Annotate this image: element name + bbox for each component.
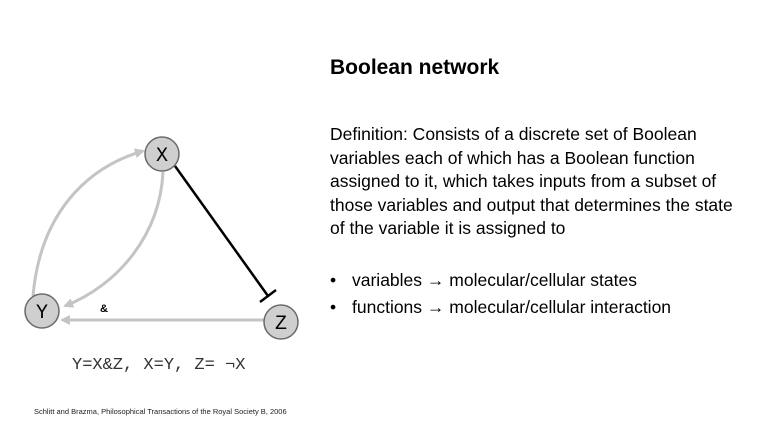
inhibition-bar [259,289,277,303]
bullet-item-variables: variables → molecular/cellular states [330,267,671,294]
citation: Schlitt and Brazma, Philosophical Transa… [34,407,287,416]
bullet-list: variables → molecular/cellular states fu… [330,267,671,321]
edge-y-to-x [31,148,145,297]
boolean-network-diagram: X Y Z & [24,136,299,340]
edge-x-to-y [63,171,165,308]
node-y-label: Y [36,302,48,325]
node-z: Z [263,304,299,340]
edge-x-inhibits-z [173,165,270,297]
definition-text: Definition: Consists of a discrete set o… [330,124,733,238]
and-label: & [100,303,108,315]
node-x-label: X [156,145,168,168]
node-x: X [144,136,180,172]
boolean-equations: Y=X&Z, X=Y, Z= ¬X [72,356,246,375]
bullet-item-functions: functions → molecular/cellular interacti… [330,294,671,321]
slide-title: Boolean network [330,56,500,79]
node-y: Y [24,293,60,329]
node-z-label: Z [275,313,287,336]
